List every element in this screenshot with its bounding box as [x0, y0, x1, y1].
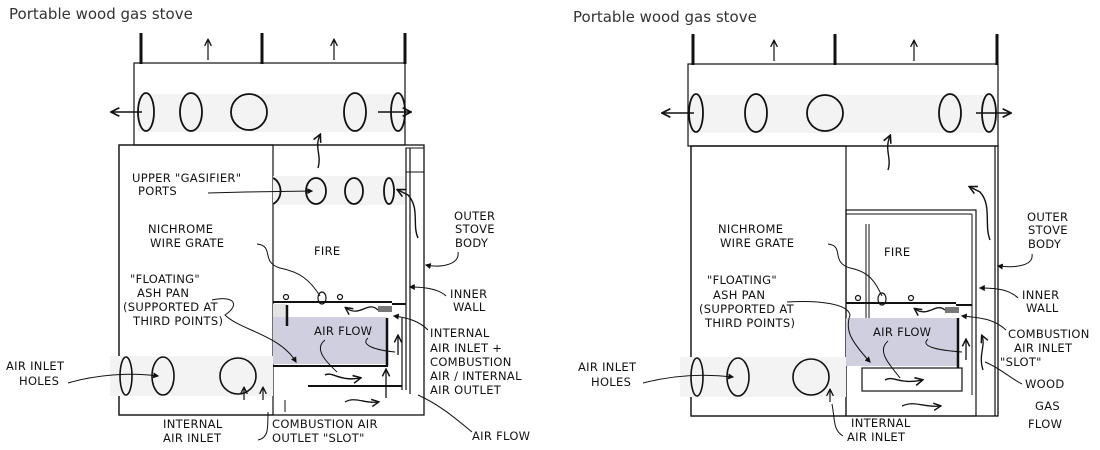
gasifier-port-band: [273, 176, 405, 205]
nichrome-grate: [846, 292, 972, 306]
stove-diagram-left: UPPER "GASIFIER" PORTS NICHROME WIRE GRA…: [6, 33, 530, 445]
internal-divider: [118, 144, 274, 416]
label-wood-gas-flow: WOOD GAS FLOW: [1025, 377, 1069, 431]
label-combustion-slot: COMBUSTION AIR OUTLET "SLOT": [272, 417, 382, 445]
label-air-flow-inner: AIR FLOW: [314, 324, 372, 338]
label-air-inlet-holes: AIR INLET HOLES: [578, 360, 640, 389]
label-outer-body: OUTER STOVE BODY: [454, 209, 499, 250]
heat-up-arrows: [774, 41, 914, 61]
label-fire: FIRE: [884, 245, 910, 259]
label-combustion-slot: COMBUSTION AIR INLET "SLOT": [1000, 327, 1094, 369]
label-nichrome-grate: NICHROME WIRE GRATE: [718, 222, 794, 250]
label-upper-ports: UPPER "GASIFIER" PORTS: [132, 171, 245, 198]
stove-diagram-right: NICHROME WIRE GRATE FIRE "FLOATING" ASH …: [578, 34, 1094, 444]
label-air-flow-bottom: AIR FLOW: [472, 429, 530, 443]
pot-supports: [139, 33, 407, 64]
inner-wall: [845, 209, 977, 417]
label-air-inlet-holes: AIR INLET HOLES: [6, 359, 68, 388]
heat-up-arrows: [208, 40, 334, 60]
label-fire: FIRE: [314, 244, 340, 258]
panel-title-right: Portable wood gas stove: [573, 8, 757, 26]
air-inlet-band: [680, 357, 846, 397]
label-inner-wall: INNER WALL: [450, 287, 491, 314]
panel-title-left: Portable wood gas stove: [9, 5, 193, 23]
label-internal-air-inlet: INTERNAL AIR INLET: [163, 417, 227, 445]
label-air-flow-inner: AIR FLOW: [873, 325, 931, 339]
label-ash-pan: "FLOATING" ASH PAN (SUPPORTED AT THIRD P…: [699, 273, 798, 330]
label-ash-pan: "FLOATING" ASH PAN (SUPPORTED AT THIRD P…: [123, 272, 223, 328]
pot-supports: [691, 34, 999, 65]
gas-rise-arrow: [318, 135, 320, 169]
air-inlet-holes: [690, 357, 830, 397]
label-internal-air: INTERNAL AIR INLET + COMBUSTION AIR / IN…: [430, 326, 526, 397]
label-inner-wall: INNER WALL: [1022, 288, 1063, 315]
air-inlet-holes: [119, 356, 257, 396]
label-internal-air-inlet: INTERNAL AIR INLET: [847, 416, 915, 444]
label-outer-body: OUTER STOVE BODY: [1027, 210, 1072, 251]
nichrome-grate: [273, 291, 406, 305]
label-nichrome-grate: NICHROME WIRE GRATE: [148, 222, 224, 250]
